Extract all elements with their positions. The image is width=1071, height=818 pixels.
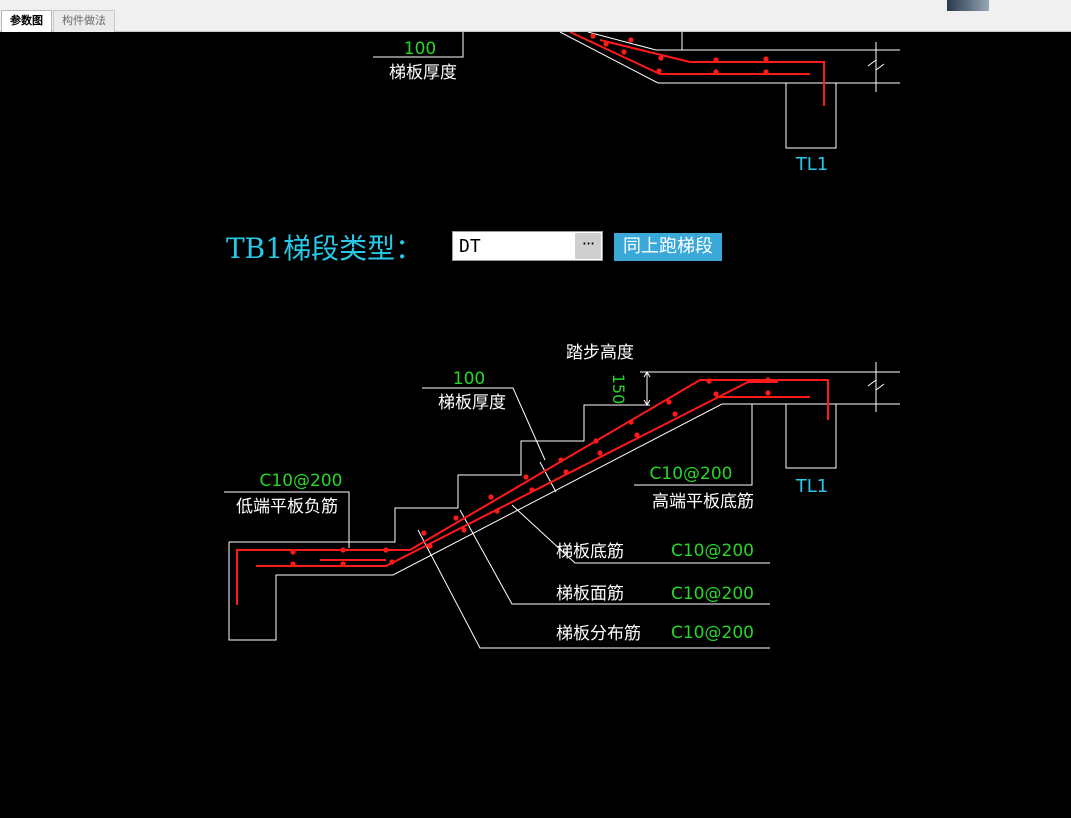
tab-bar: 参数图 构件做法: [0, 0, 1071, 32]
rebar-bottom-label: 梯板底筋: [556, 542, 624, 562]
stair-type-input[interactable]: [453, 232, 579, 260]
stair-type-field[interactable]: ···: [452, 231, 603, 261]
bottom-dimension-leaders: [224, 371, 770, 649]
stair-drawing: 100 梯板厚度 TL1: [224, 31, 900, 649]
top-rebar: [569, 31, 825, 106]
top-dimension-leader: [373, 32, 464, 58]
drawing-canvas: 100 梯板厚度 TL1: [0, 31, 1071, 814]
top-stair-outline: [559, 31, 900, 149]
top-rebar-dots: [590, 33, 769, 75]
rebar-distribution-value: C10@200: [671, 623, 754, 643]
top-thickness-label: 梯板厚度: [389, 63, 457, 83]
rebar-bottom-value: C10@200: [671, 541, 754, 561]
rebar-top-label: 梯板面筋: [556, 584, 624, 604]
bottom-beam-label: TL1: [795, 476, 828, 497]
thumbnail-image: [947, 0, 989, 11]
top-thickness-value: 100: [404, 39, 436, 59]
tab-component-method[interactable]: 构件做法: [53, 10, 115, 32]
bottom-thickness-label: 梯板厚度: [438, 393, 506, 413]
high-slab-value: C10@200: [650, 464, 733, 484]
bottom-thickness-value: 100: [453, 369, 485, 389]
tab-parameter-diagram[interactable]: 参数图: [1, 10, 52, 32]
low-slab-label: 低端平板负筋: [236, 497, 338, 517]
step-height-value: 150: [609, 374, 628, 405]
bottom-rebar-dots: [290, 377, 771, 567]
more-options-button[interactable]: ···: [575, 233, 601, 259]
low-slab-value: C10@200: [260, 471, 343, 491]
same-as-upper-flight-button[interactable]: 同上跑梯段: [614, 233, 722, 261]
rebar-distribution-label: 梯板分布筋: [556, 624, 641, 644]
high-slab-label: 高端平板底筋: [652, 492, 754, 512]
stair-type-label: TB1梯段类型：: [226, 232, 424, 265]
step-height-label: 踏步高度: [566, 343, 634, 363]
rebar-top-value: C10@200: [671, 584, 754, 604]
top-beam-label: TL1: [795, 154, 828, 175]
